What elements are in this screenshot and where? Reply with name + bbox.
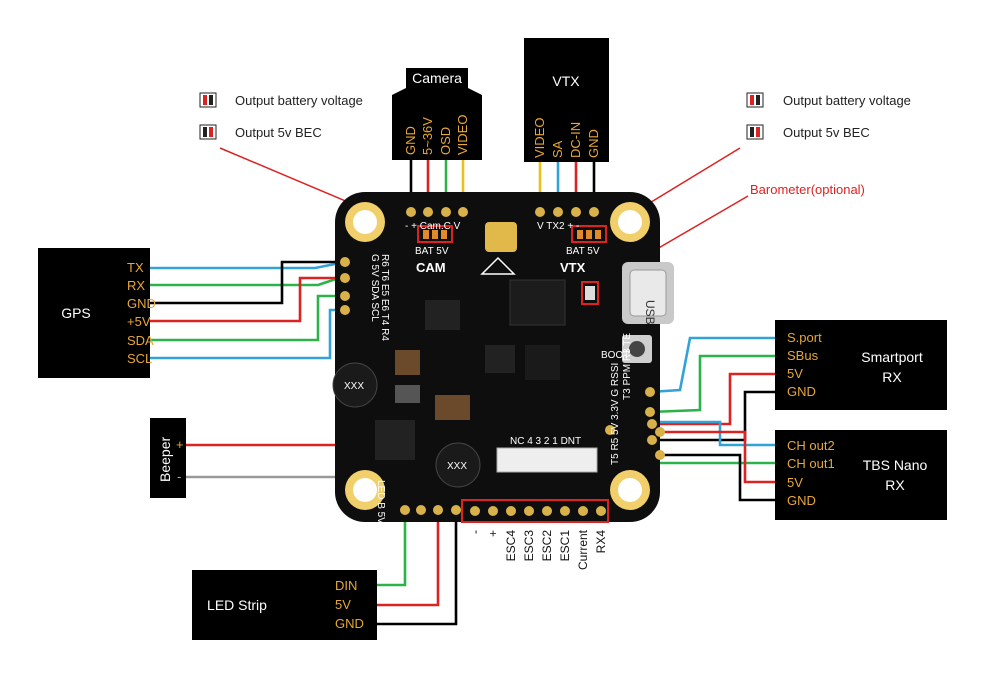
legend-barometer: Barometer(optional) <box>750 182 865 197</box>
vtx-box: VTX VIDEO SA DC-IN GND <box>524 38 609 162</box>
usb-label: USB <box>643 300 657 325</box>
tbs-pin-1: CH out1 <box>787 456 835 471</box>
gps-pin-2: GND <box>127 296 156 311</box>
vtx-pin-2: DC-IN <box>568 122 583 158</box>
bat5v-right: BAT 5V <box>566 246 600 257</box>
cam-label: CAM <box>416 260 446 275</box>
vtx-pad-labels: V TX2 + - <box>537 221 579 232</box>
gps-pin-4: SDA <box>127 333 154 348</box>
boot-label: BOOT <box>601 350 629 361</box>
vtx-pin-1: SA <box>550 140 565 158</box>
gps-pin-0: TX <box>127 260 144 275</box>
gps-pin-3: +5V <box>127 314 151 329</box>
bottom-pin-3: ESC3 <box>522 530 536 562</box>
legend-right-battery: Output battery voltage <box>783 93 911 108</box>
vtx-pin-3: GND <box>586 129 601 158</box>
tbs-pin-0: CH out2 <box>787 438 835 453</box>
bottom-pin-labels: - + ESC4 ESC3 ESC2 ESC1 Current RX4 <box>468 529 608 570</box>
bottom-pin-1: + <box>486 530 500 537</box>
tbs-pin-2: 5V <box>787 475 803 490</box>
camera-pin-2: OSD <box>438 127 453 155</box>
beeper-box: Beeper + - <box>150 418 186 498</box>
bat5v-left: BAT 5V <box>415 246 449 257</box>
tbs-title-1: TBS Nano <box>863 457 928 473</box>
smartport-title-2: RX <box>882 369 902 385</box>
vtx-pin-0: VIDEO <box>532 118 547 158</box>
bottom-pin-4: ESC2 <box>540 530 554 562</box>
bottom-pin-6: Current <box>576 529 590 570</box>
cam-pad-labels: - + Cam.C V <box>405 221 461 232</box>
led-pin-0: DIN <box>335 578 357 593</box>
gps-pin-1: RX <box>127 278 145 293</box>
left-pad-labels-2: R6 T6 E5 E6 T4 R4 <box>379 254 390 341</box>
bottom-pin-2: ESC4 <box>504 530 518 562</box>
right-pad-labels-2: T5 R5 5V 3.3V G RSSI <box>610 363 621 465</box>
beeper-minus: - <box>177 469 181 484</box>
left-pad-labels: G 5V SDA SCL <box>369 254 380 322</box>
smartport-pin-2: 5V <box>787 366 803 381</box>
vtx-label: VTX <box>560 260 586 275</box>
smartport-pin-3: GND <box>787 384 816 399</box>
camera-pin-0: GND <box>403 126 418 155</box>
camera-box: Camera GND 5~36V OSD VIDEO <box>392 68 482 160</box>
smartport-title-1: Smartport <box>861 349 923 365</box>
right-pad-labels: T3 PPM R3 TE <box>622 333 633 400</box>
bottom-small-labels: NC 4 3 2 1 DNT <box>510 436 581 447</box>
chip-label-1: XXX <box>344 381 364 392</box>
bottom-pin-7: RX4 <box>594 530 608 554</box>
led-pad-labels: LED B 5V G <box>375 480 386 535</box>
beeper-plus: + <box>176 437 184 452</box>
beeper-title: Beeper <box>157 437 173 482</box>
led-pin-2: GND <box>335 616 364 631</box>
legend-left-battery: Output battery voltage <box>235 93 363 108</box>
led-strip-box: LED Strip DIN 5V GND <box>192 570 377 640</box>
gps-pin-5: SCL <box>127 351 152 366</box>
chip-label-2: XXX <box>447 461 467 472</box>
smartport-pin-1: SBus <box>787 348 819 363</box>
smartport-pin-0: S.port <box>787 330 822 345</box>
led-title: LED Strip <box>207 597 267 613</box>
bottom-pin-0: - <box>468 530 482 534</box>
smartport-box: Smartport RX S.port SBus 5V GND <box>775 320 947 410</box>
legend-right: Output battery voltage Output 5v BEC Bar… <box>746 92 911 197</box>
tbs-pin-3: GND <box>787 493 816 508</box>
camera-pin-3: VIDEO <box>455 115 470 155</box>
led-pin-1: 5V <box>335 597 351 612</box>
tbs-nano-box: TBS Nano RX CH out2 CH out1 5V GND <box>775 430 947 520</box>
flight-controller-board: - + Cam.C V V TX2 + - BAT 5V BAT 5V CAM … <box>332 192 674 535</box>
legend-right-bec: Output 5v BEC <box>783 125 870 140</box>
bottom-pin-5: ESC1 <box>558 530 572 562</box>
legend-left-bec: Output 5v BEC <box>235 125 322 140</box>
gps-box: GPS TX RX GND +5V SDA SCL <box>38 248 156 378</box>
gps-title: GPS <box>61 305 91 321</box>
tbs-title-2: RX <box>885 477 905 493</box>
vtx-title: VTX <box>552 73 580 89</box>
legend-left: Output battery voltage Output 5v BEC <box>199 92 363 140</box>
camera-pin-1: 5~36V <box>420 117 435 155</box>
camera-title: Camera <box>412 70 462 86</box>
